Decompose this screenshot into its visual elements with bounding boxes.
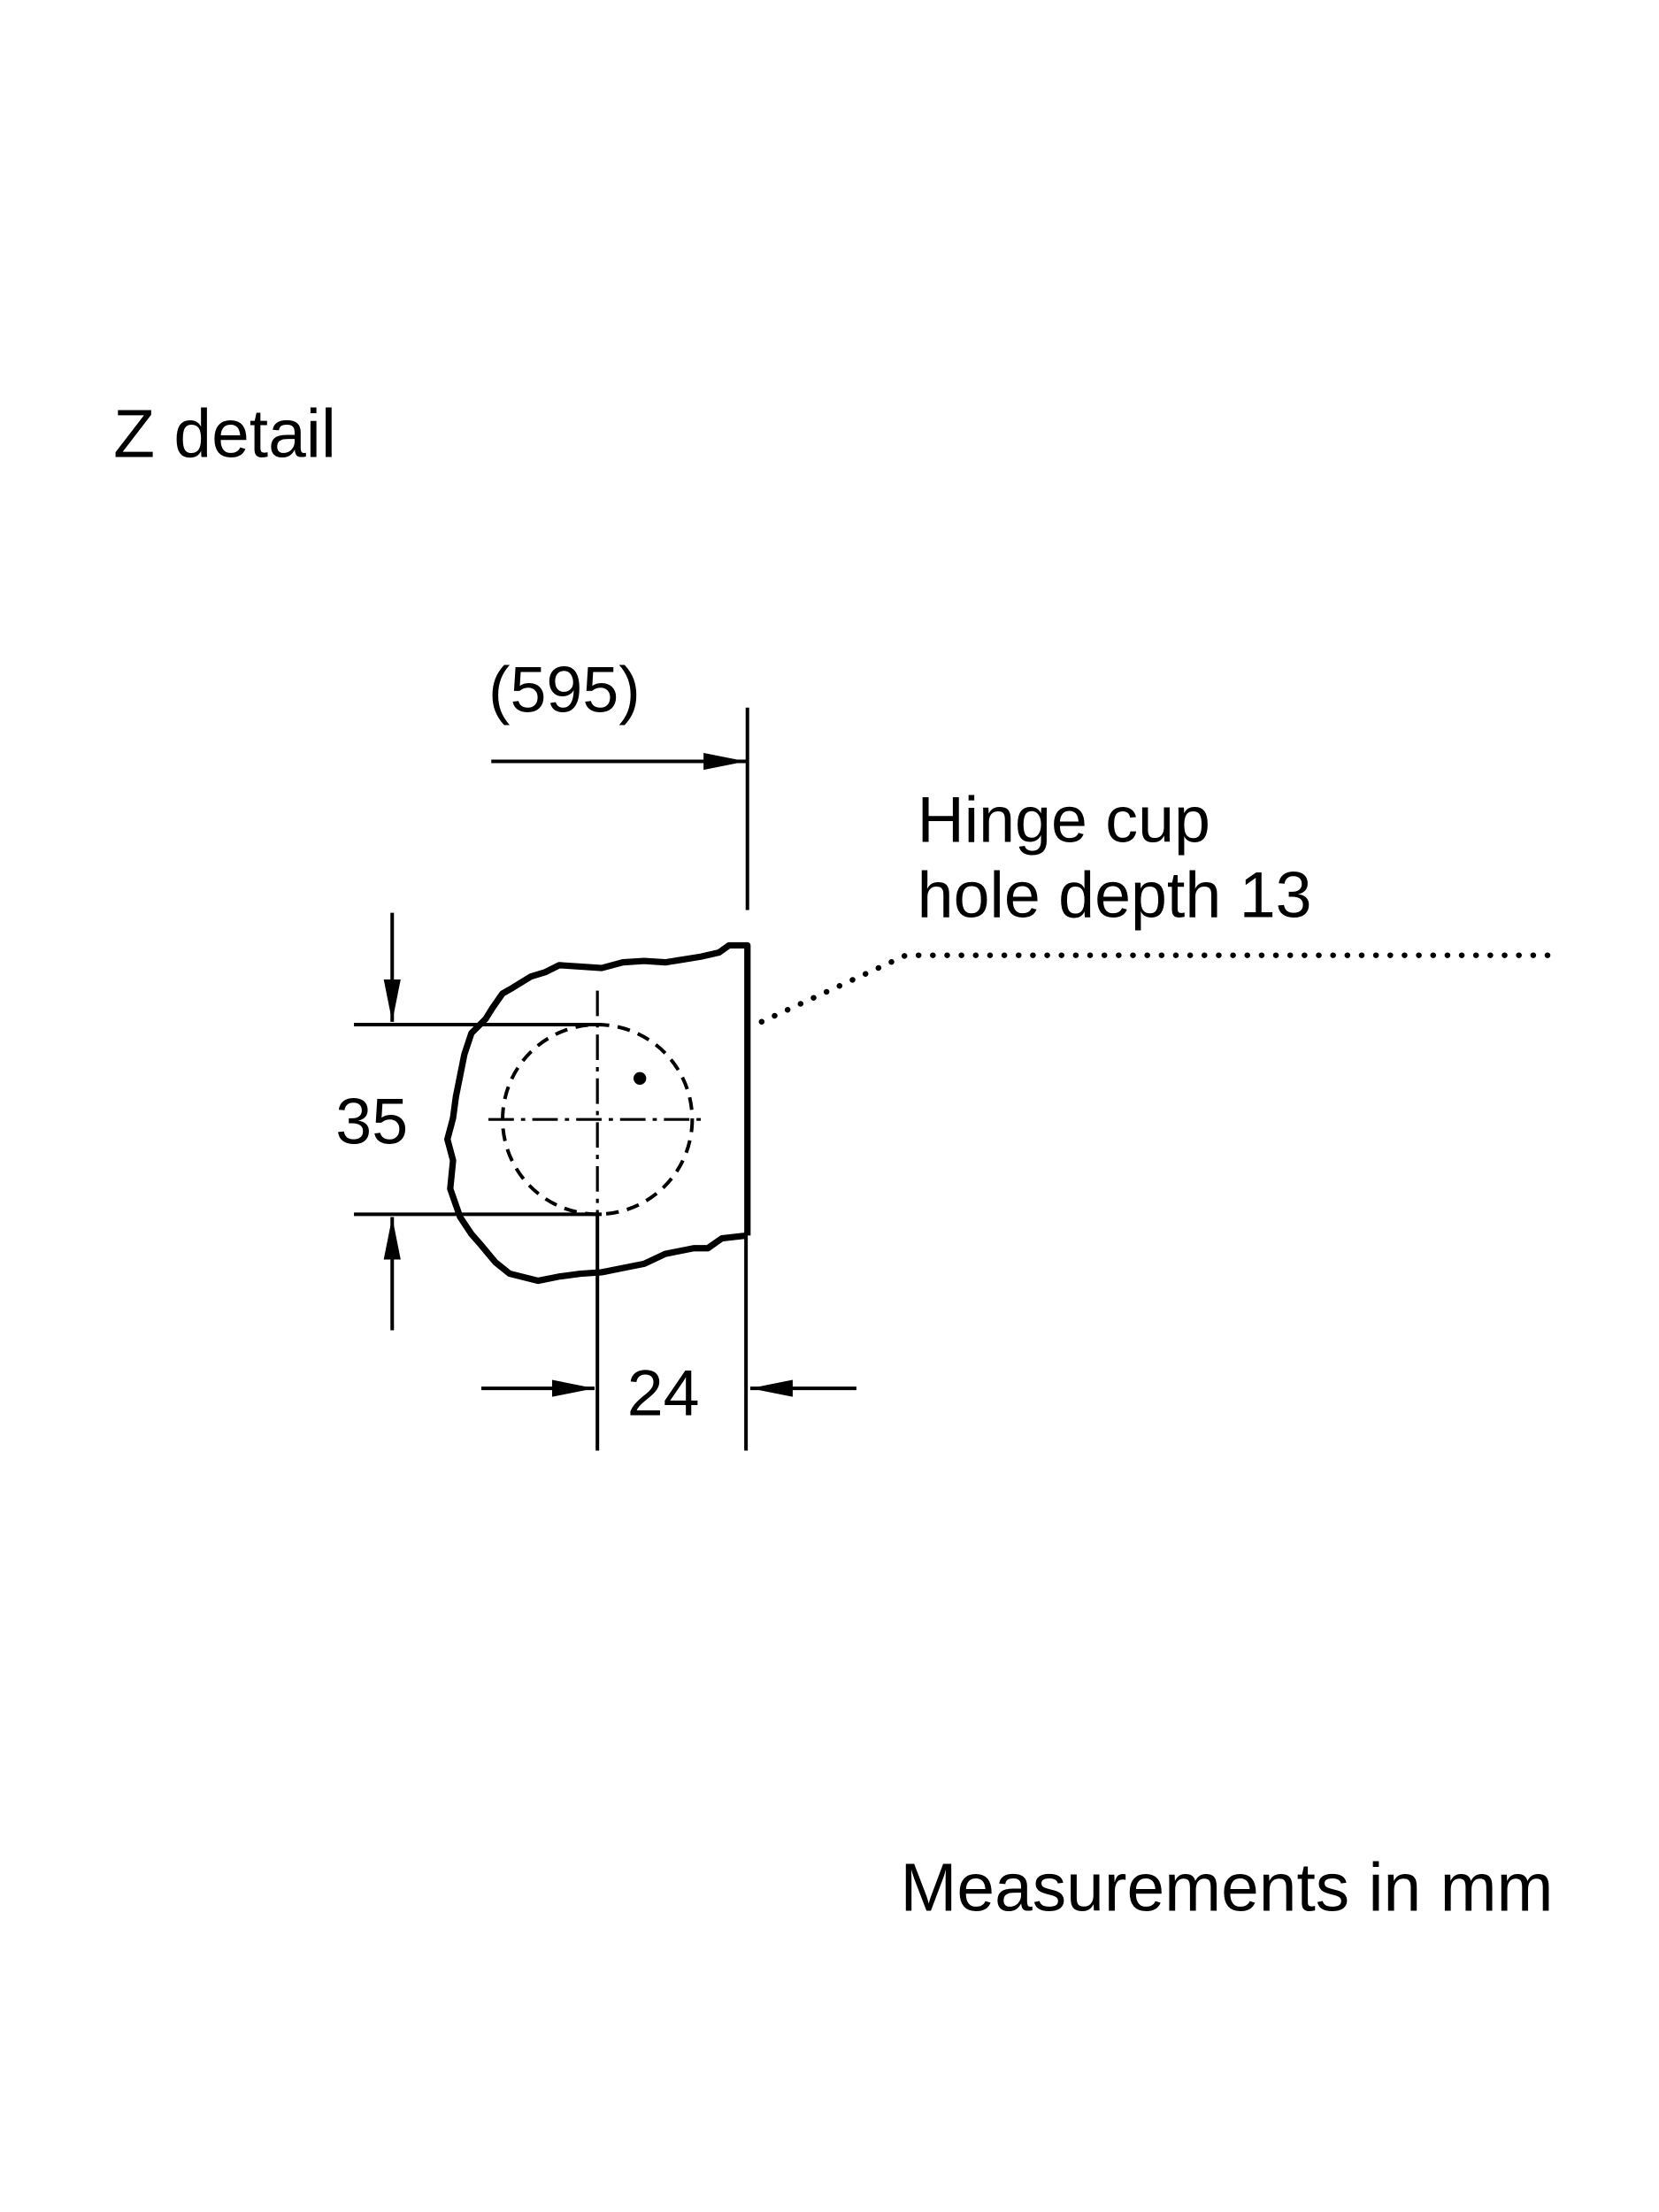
overall-width-label: (595) — [488, 653, 641, 726]
callout-line2: hole depth 13 — [918, 857, 1312, 931]
callout-dot — [633, 1071, 647, 1086]
panel-breakout-outline — [444, 941, 751, 1285]
cup-diameter-label: 35 — [335, 1084, 408, 1157]
edge-distance-label: 24 — [627, 1356, 700, 1429]
callout-line1: Hinge cup — [918, 783, 1210, 856]
units-note: Measurements in mm — [900, 1850, 1553, 1925]
diagram-title: Z detail — [113, 397, 336, 472]
callout-leader-dotted — [758, 952, 1560, 1025]
